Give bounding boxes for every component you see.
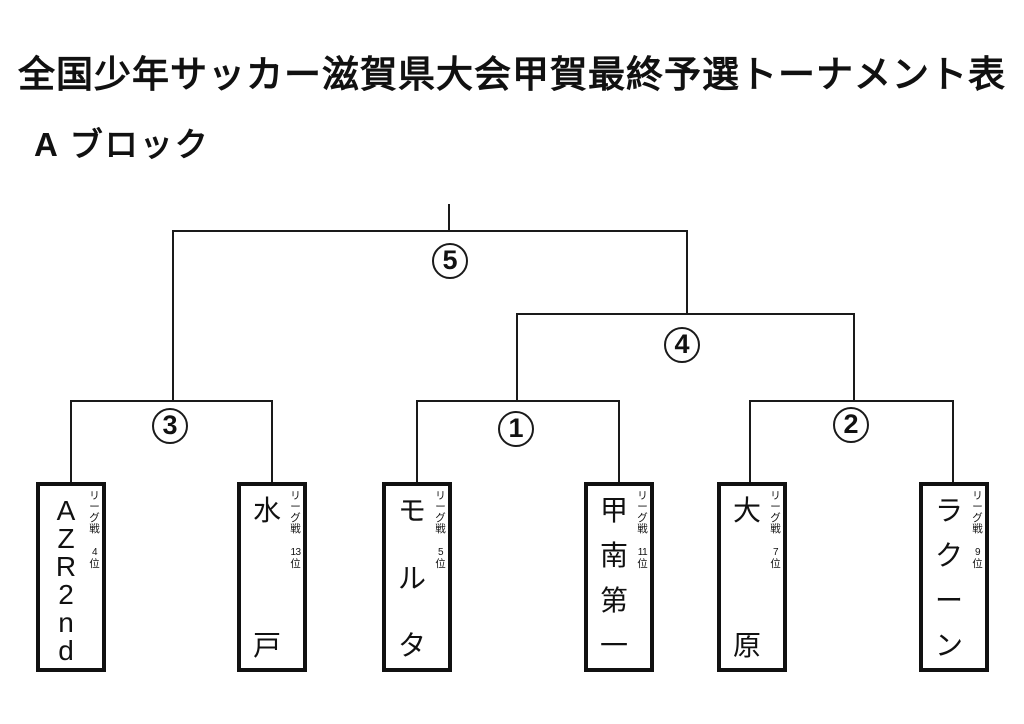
match4-number-badge: 4 xyxy=(664,327,700,363)
league-label: リーグ戦 xyxy=(637,490,648,536)
team-name: ラクーン xyxy=(934,495,963,661)
match2-number: 2 xyxy=(843,408,859,439)
team-box-moruta: モルタ リーグ戦 5 位 xyxy=(382,482,452,672)
match2-left-drop-line xyxy=(749,400,751,484)
match4-number: 4 xyxy=(674,328,690,359)
team-league-rank: リーグ戦 5 位 xyxy=(434,490,447,570)
league-label: リーグ戦 xyxy=(770,490,781,536)
champion-line xyxy=(448,204,450,231)
match1-number-badge: 1 xyxy=(498,411,534,447)
match3-line xyxy=(70,400,273,402)
team-league-rank: リーグ戦 4 位 xyxy=(88,490,101,570)
team-name: 大原 xyxy=(732,495,761,661)
match2-right-drop-line xyxy=(952,400,954,484)
final-right-drop-line xyxy=(686,230,688,315)
match4-right-drop-line xyxy=(853,313,855,402)
league-label: リーグ戦 xyxy=(972,490,983,536)
match1-number: 1 xyxy=(508,412,524,443)
match5-number: 5 xyxy=(442,244,458,275)
match1-left-drop-line xyxy=(416,400,418,484)
team-league-rank: リーグ戦 9 位 xyxy=(971,490,984,570)
team-name: 水戸 xyxy=(252,495,281,661)
match4-line xyxy=(516,313,855,315)
match4-left-drop-line xyxy=(516,313,518,402)
match1-line xyxy=(416,400,620,402)
team-league-rank: リーグ戦 13 位 xyxy=(289,490,302,570)
match3-left-drop-line xyxy=(70,400,72,484)
rank-label: 9 位 xyxy=(972,547,983,570)
league-label: リーグ戦 xyxy=(290,490,301,536)
match5-number-badge: 5 xyxy=(432,243,468,279)
team-league-rank: リーグ戦 11 位 xyxy=(636,490,649,570)
team-box-racoon: ラクーン リーグ戦 9 位 xyxy=(919,482,989,672)
match3-number: 3 xyxy=(162,409,178,440)
rank-label: 13 位 xyxy=(290,547,301,570)
rank-label: 5 位 xyxy=(435,547,446,570)
team-box-konan-daiichi: 甲南第一 リーグ戦 11 位 xyxy=(584,482,654,672)
team-box-ohara: 大原 リーグ戦 7 位 xyxy=(717,482,787,672)
team-name: 甲南第一 xyxy=(599,495,628,661)
final-left-drop-line xyxy=(172,230,174,402)
team-box-mito: 水戸 リーグ戦 13 位 xyxy=(237,482,307,672)
league-label: リーグ戦 xyxy=(89,490,100,536)
rank-label: 11 位 xyxy=(637,547,648,570)
team-league-rank: リーグ戦 7 位 xyxy=(769,490,782,570)
match1-right-drop-line xyxy=(618,400,620,484)
block-a-label: A ブロック xyxy=(34,126,210,163)
rank-label: 4 位 xyxy=(89,547,100,570)
match3-right-drop-line xyxy=(271,400,273,484)
page-title: 全国少年サッカー滋賀県大会甲賀最終予選トーナメント表 xyxy=(18,54,1006,95)
match3-number-badge: 3 xyxy=(152,408,188,444)
final-match-line xyxy=(172,230,688,232)
team-name: モルタ xyxy=(397,495,426,661)
rank-label: 7 位 xyxy=(770,547,781,570)
league-label: リーグ戦 xyxy=(435,490,446,536)
match2-number-badge: 2 xyxy=(833,407,869,443)
match2-line xyxy=(749,400,954,402)
